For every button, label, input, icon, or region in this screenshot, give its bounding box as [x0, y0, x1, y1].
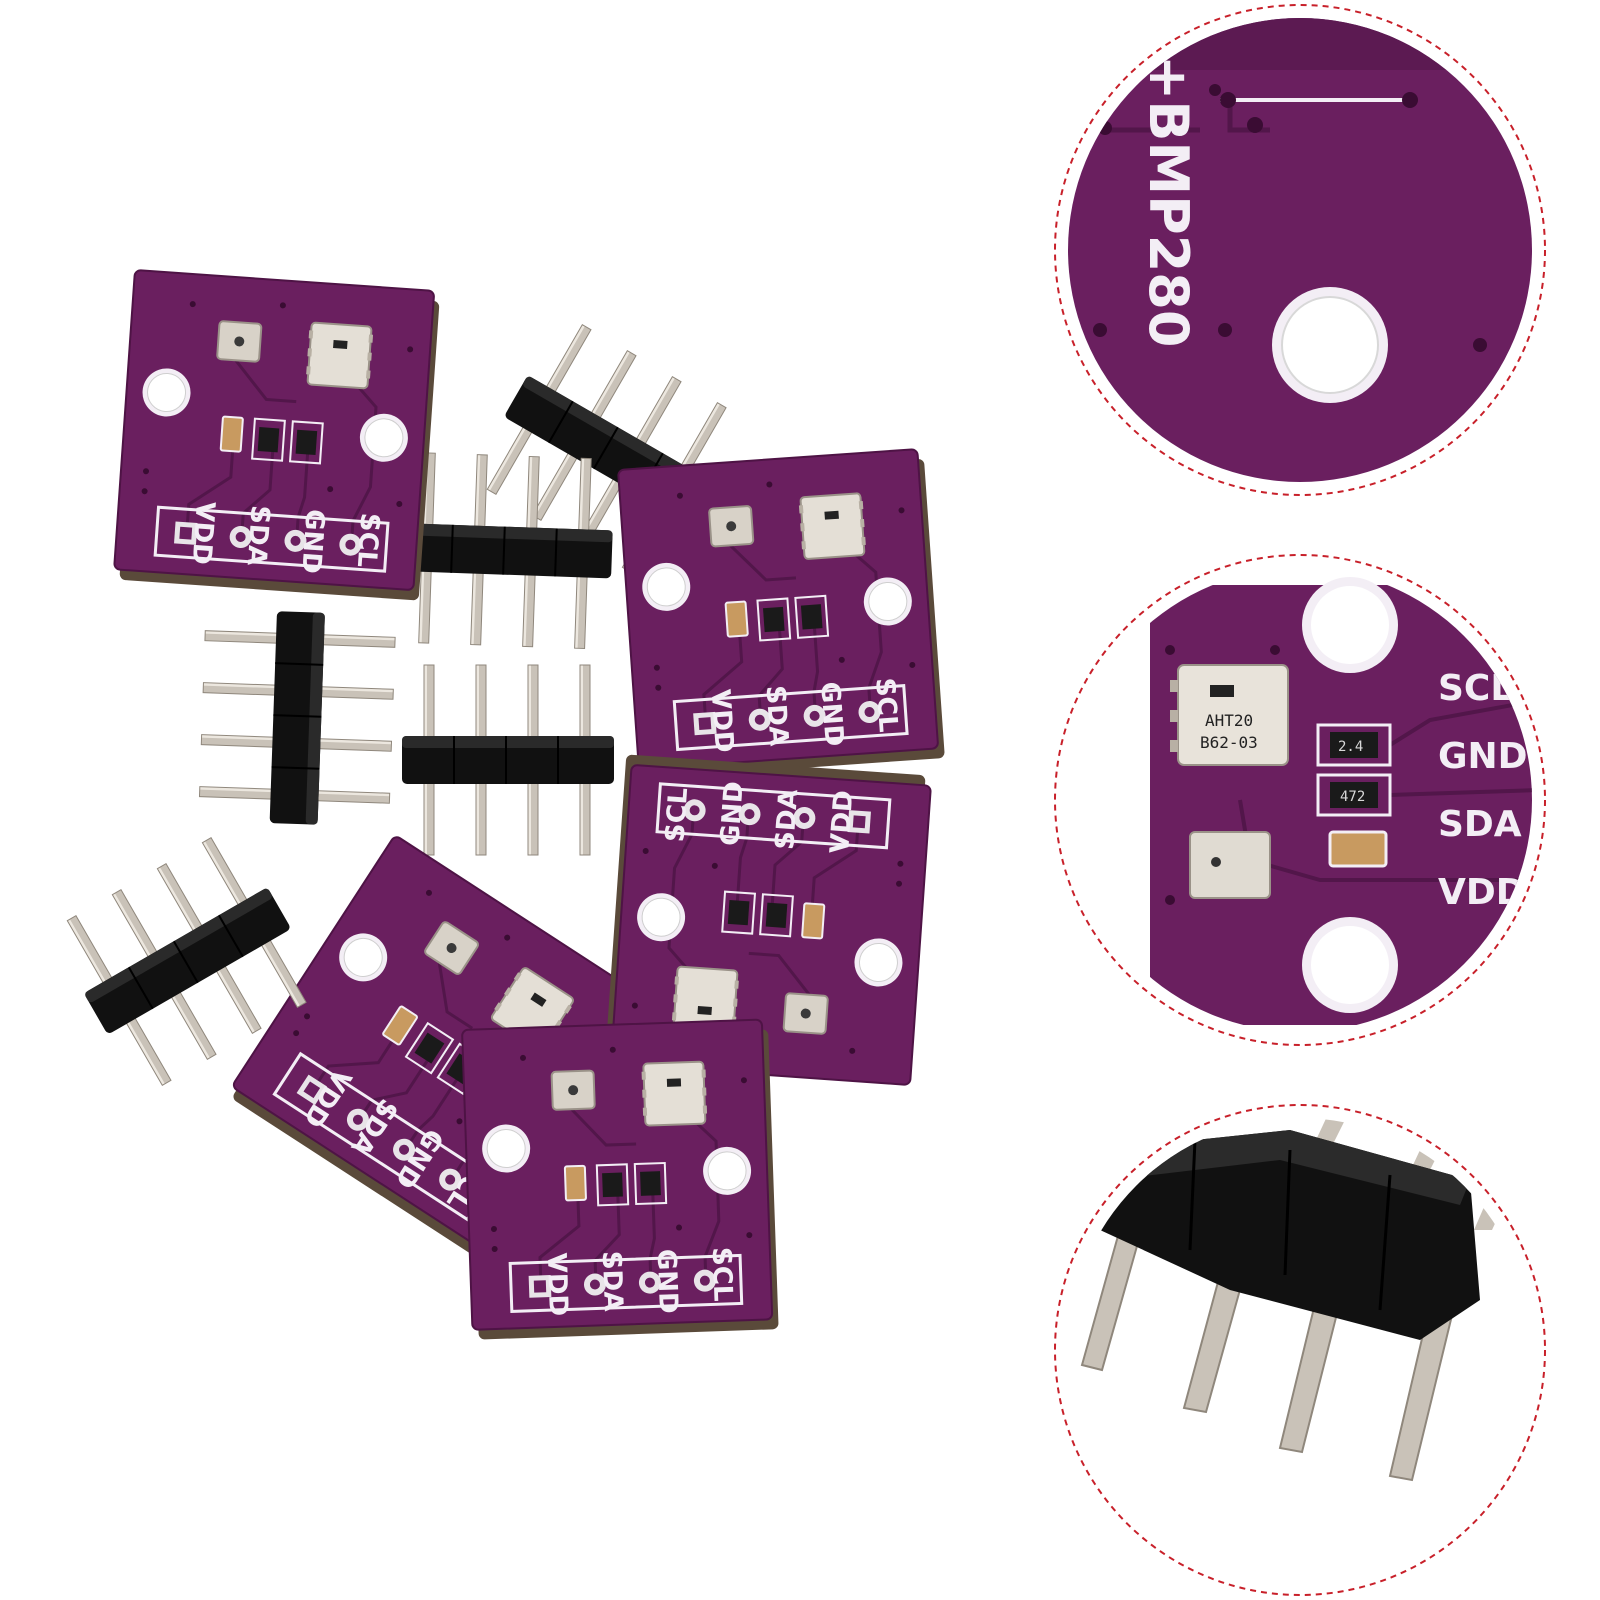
- pcb-board-icon: VDD SDA GND SCL: [460, 1017, 781, 1342]
- resistor-marking-2: 472: [1340, 789, 1365, 805]
- callout-label-scl: SCL: [1438, 668, 1513, 709]
- label-vdd: VDD: [825, 789, 859, 854]
- label-scl: SCL: [660, 787, 694, 843]
- label-sda: SDA: [596, 1250, 628, 1311]
- pcb-board-icon: VDD SDA GND SCL: [603, 752, 934, 1087]
- callout-label-vdd: VDD: [1438, 872, 1526, 913]
- label-scl: SCL: [706, 1247, 738, 1302]
- zoom-callout-icon: AHT20 B62-03 2.4 472 SCL GND SDA VDD: [1054, 554, 1546, 1046]
- resistor-marking-1: 2.4: [1338, 739, 1363, 755]
- pcb-board-icon: VDD SDA GND SCL: [111, 268, 442, 603]
- label-sda: SDA: [759, 685, 793, 747]
- callout-label-sda: SDA: [1438, 804, 1522, 845]
- label-gnd: GND: [814, 681, 848, 748]
- label-scl: SCL: [351, 512, 385, 568]
- zoom-callout-icon: +BMP280: [1054, 4, 1546, 496]
- label-sda: SDA: [241, 504, 275, 566]
- bmp280-marking: +BMP280: [1137, 55, 1200, 347]
- zoom-callout-icon: [1054, 1104, 1546, 1596]
- callout-label-gnd: GND: [1438, 736, 1528, 777]
- label-gnd: GND: [715, 780, 749, 847]
- aht20-chip-line1: AHT20: [1205, 711, 1253, 730]
- label-gnd: GND: [295, 508, 329, 575]
- label-gnd: GND: [651, 1248, 683, 1314]
- label-vdd: VDD: [705, 688, 739, 753]
- label-scl: SCL: [869, 677, 903, 733]
- label-sda: SDA: [770, 788, 804, 850]
- pin-header-icon: [401, 664, 615, 856]
- pin-header-icon: [395, 451, 617, 651]
- label-vdd: VDD: [541, 1252, 573, 1316]
- label-vdd: VDD: [186, 500, 220, 565]
- pcb-board-icon: VDD SDA GND SCL: [616, 447, 947, 781]
- pin-header-icon: [197, 607, 397, 829]
- aht20-chip-line2: B62-03: [1200, 733, 1258, 752]
